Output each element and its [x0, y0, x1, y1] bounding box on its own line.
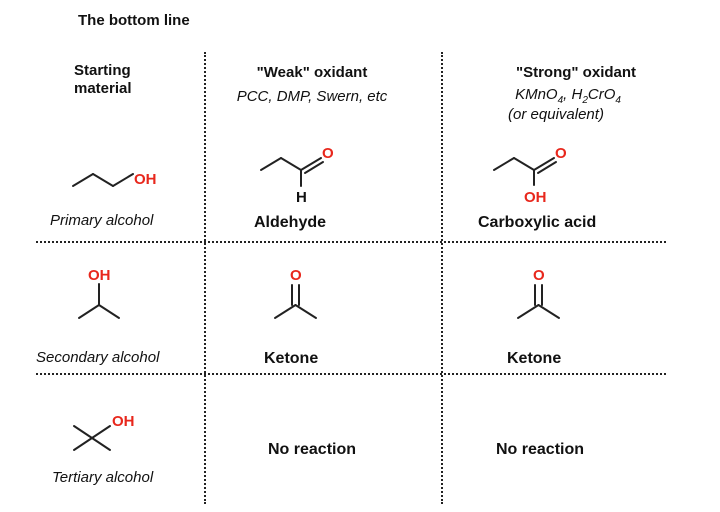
- bond: [78, 304, 100, 319]
- oxygen-label: O: [533, 267, 545, 284]
- oxygen-label: O: [322, 145, 334, 162]
- h2cro4-formula: CrO: [587, 86, 616, 103]
- bond: [112, 173, 134, 187]
- ketone-structure-strong: O: [517, 267, 560, 319]
- carboxylic-acid-label: Carboxylic acid: [478, 214, 597, 231]
- column-divider-1: [204, 52, 206, 504]
- weak-oxidant-reagents: PCC, DMP, Swern, etc: [236, 88, 388, 105]
- reagent-separator: , H: [563, 86, 583, 103]
- bond: [493, 157, 515, 171]
- aldehyde-structure: O H: [260, 145, 334, 206]
- bond: [294, 304, 317, 319]
- no-reaction-strong: No reaction: [496, 441, 585, 458]
- bond: [73, 437, 93, 451]
- strong-oxidant-header: "Strong" oxidant: [515, 64, 637, 81]
- bond: [260, 157, 282, 171]
- bond: [517, 304, 540, 319]
- bond: [98, 304, 120, 319]
- bond: [537, 161, 557, 174]
- bond: [73, 425, 93, 439]
- h2cro4-h-subscript: 2: [582, 95, 588, 106]
- secondary-alcohol-structure: OH: [78, 267, 120, 319]
- oxygen-label: O: [555, 145, 567, 162]
- bond: [91, 425, 111, 439]
- starting-material-header-line2: material: [74, 80, 132, 97]
- bond: [304, 161, 324, 174]
- primary-alcohol-label: Primary alcohol: [50, 212, 154, 229]
- tertiary-alcohol-label: Tertiary alcohol: [52, 469, 154, 486]
- bond: [280, 157, 302, 171]
- no-reaction-weak: No reaction: [268, 441, 357, 458]
- hydrogen-label: H: [296, 189, 307, 206]
- ketone-structure-weak: O: [274, 267, 317, 319]
- bond: [300, 157, 322, 171]
- hydroxyl-label: OH: [112, 413, 135, 430]
- tertiary-alcohol-structure: OH: [73, 413, 135, 451]
- secondary-alcohol-label: Secondary alcohol: [36, 349, 160, 366]
- carboxylic-acid-structure: O OH: [493, 145, 567, 206]
- hydroxyl-label: OH: [524, 189, 547, 206]
- strong-oxidant-reagents: KMnO4, H2CrO4: [515, 86, 621, 106]
- kmno4-subscript: 4: [557, 95, 564, 106]
- bond: [91, 437, 111, 451]
- row-divider-1: [36, 241, 666, 243]
- bond: [533, 157, 555, 171]
- bond: [72, 173, 94, 187]
- kmno4-formula: KMnO: [515, 86, 558, 103]
- weak-oxidant-header: "Weak" oxidant: [256, 64, 368, 81]
- row-divider-2: [36, 373, 666, 375]
- page-title: The bottom line: [78, 12, 190, 29]
- strong-oxidant-note: (or equivalent): [508, 106, 604, 123]
- oxygen-label: O: [290, 267, 302, 284]
- ketone-label-strong: Ketone: [507, 350, 562, 367]
- h2cro4-o-subscript: 4: [615, 95, 621, 106]
- column-divider-2: [441, 52, 443, 504]
- hydroxyl-label: OH: [134, 171, 157, 188]
- aldehyde-label: Aldehyde: [254, 214, 327, 231]
- bond: [513, 157, 535, 171]
- ketone-label-weak: Ketone: [264, 350, 319, 367]
- hydroxyl-label: OH: [88, 267, 111, 284]
- bond: [92, 173, 114, 187]
- bond: [537, 304, 560, 319]
- starting-material-header-line1: Starting: [74, 62, 131, 79]
- primary-alcohol-structure: OH: [72, 171, 157, 188]
- bond: [274, 304, 297, 319]
